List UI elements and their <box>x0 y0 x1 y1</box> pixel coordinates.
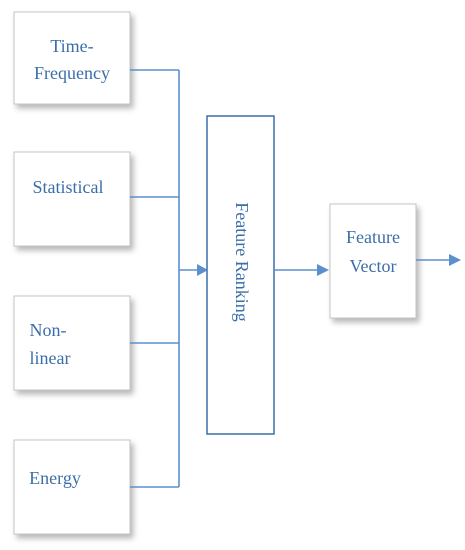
time-frequency-node: Time- Frequency <box>13 11 131 105</box>
feature-vector-node: Feature Vector <box>329 203 417 319</box>
nonlinear-label-line1: Non- <box>30 320 67 340</box>
feature-vector-label-line2: Vector <box>350 256 397 276</box>
nonlinear-box <box>13 295 131 391</box>
input-connectors <box>130 69 208 488</box>
time-frequency-label-line2: Frequency <box>34 63 110 83</box>
statistical-label: Statistical <box>33 177 104 197</box>
feature-ranking-label: Feature Ranking <box>232 202 252 321</box>
statistical-box <box>13 151 131 247</box>
ranking-to-vector-arrowhead <box>317 264 329 276</box>
feature-ranking-box <box>206 115 275 435</box>
bus-to-ranking-arrowhead <box>197 264 208 276</box>
ranking-to-vector-connector <box>274 264 329 276</box>
time-frequency-box <box>13 11 131 105</box>
feature-vector-box <box>329 203 417 319</box>
energy-node: Energy <box>13 439 131 535</box>
nonlinear-label-line2: linear <box>30 348 71 368</box>
nonlinear-node: Non- linear <box>13 295 131 391</box>
output-arrowhead <box>449 254 461 266</box>
feature-ranking-node: Feature Ranking <box>206 115 275 435</box>
feature-vector-label-line1: Feature <box>346 227 400 247</box>
statistical-node: Statistical <box>13 151 131 247</box>
time-frequency-label-line1: Time- <box>50 36 93 56</box>
output-connector <box>416 254 461 266</box>
energy-label: Energy <box>29 468 81 488</box>
energy-box <box>13 439 131 535</box>
